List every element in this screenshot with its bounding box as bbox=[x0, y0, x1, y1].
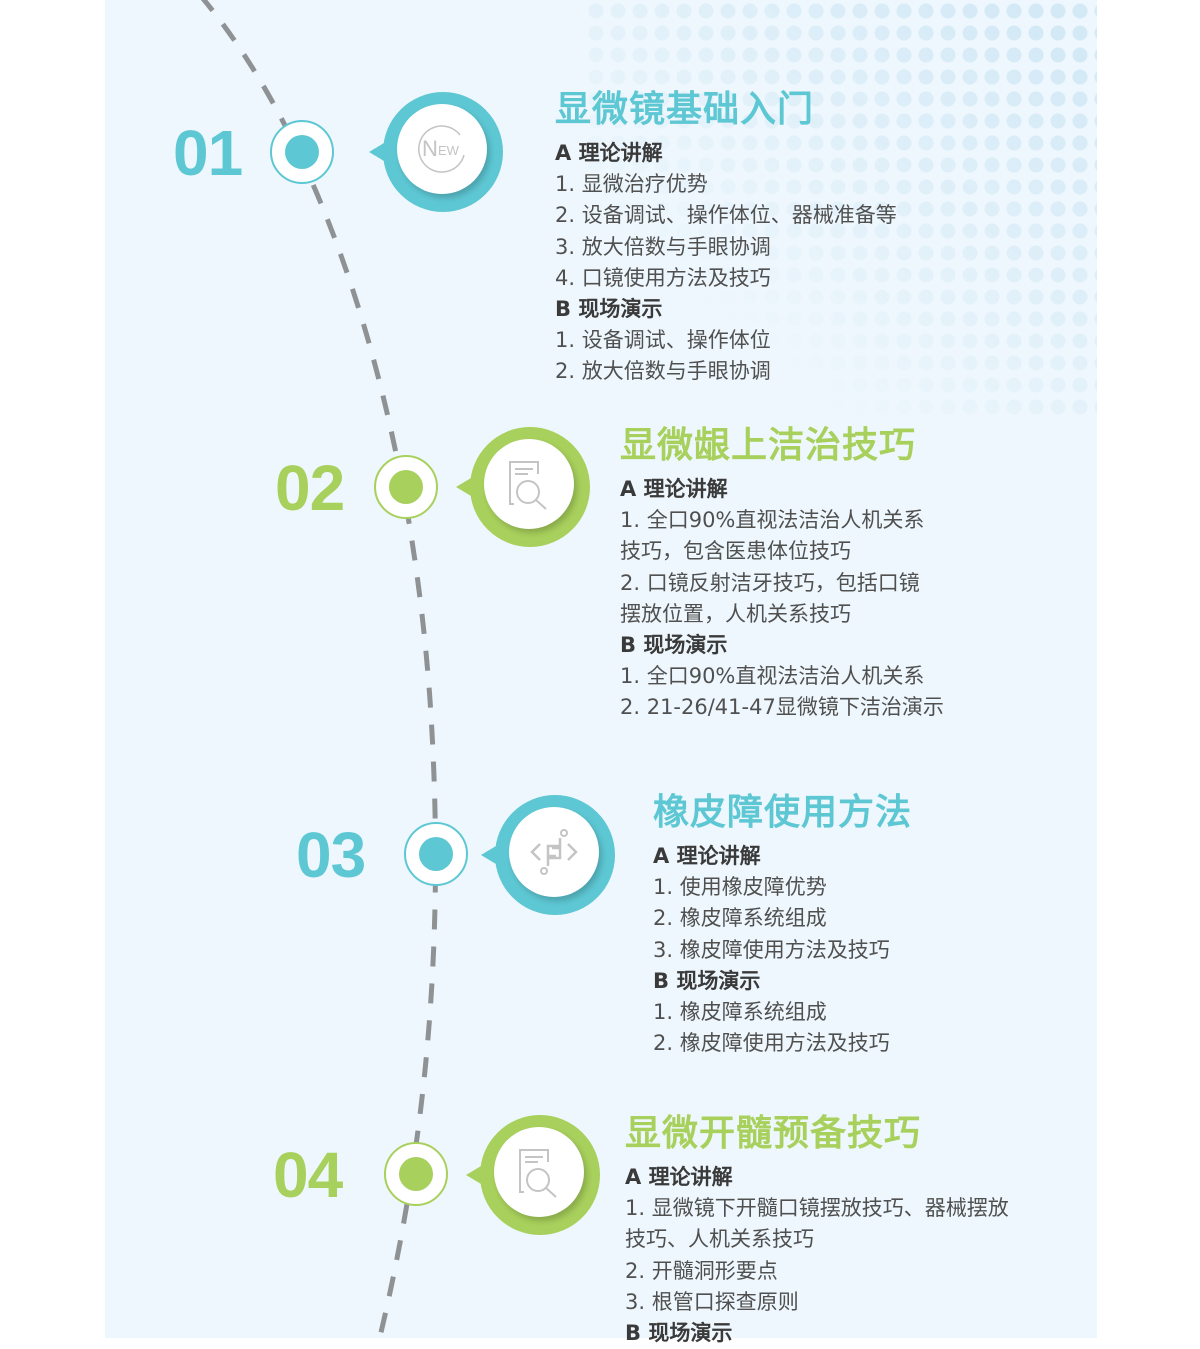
timeline-node bbox=[270, 120, 334, 184]
list-item: 2. 21-26/41-47显微镜下洁治演示 bbox=[620, 695, 944, 720]
list-item: 技巧、人机关系技巧 bbox=[625, 1227, 814, 1252]
list-item: 摆放位置，人机关系技巧 bbox=[620, 601, 851, 626]
section-number: 02 bbox=[275, 452, 345, 524]
list-item: 1. 全口90%直视法洁治人机关系 bbox=[620, 664, 925, 689]
list-item: 1. 设备调试、操作体位 bbox=[555, 328, 771, 353]
list-item: 1. 显微治疗优势 bbox=[555, 172, 708, 197]
icon-bubble bbox=[466, 1115, 600, 1235]
list-item: 1. 全口90%直视法洁治人机关系 bbox=[620, 508, 925, 533]
list-item: 3. 橡皮障使用方法及技巧 bbox=[653, 937, 890, 962]
list-item: 2. 开髓洞形要点 bbox=[625, 1258, 778, 1283]
section-content: 显微龈上洁治技巧 A 理论讲解 1. 全口90%直视法洁治人机关系 技巧，包含医… bbox=[620, 424, 944, 724]
list-item: 2. 橡皮障使用方法及技巧 bbox=[653, 1031, 890, 1056]
list-item: 2. 口镜反射洁牙技巧，包括口镜 bbox=[620, 570, 920, 595]
list-item: 3. 放大倍数与手眼协调 bbox=[555, 234, 771, 259]
document-search-icon bbox=[509, 461, 547, 510]
section-content: 橡皮障使用方法 A 理论讲解 1. 使用橡皮障优势 2. 橡皮障系统组成 3. … bbox=[653, 791, 912, 1059]
list-item: 3. 根管口探查原则 bbox=[625, 1289, 799, 1314]
list-item: 1. 显微镜下开髓口镜摆放技巧、器械摆放 bbox=[625, 1196, 1009, 1221]
code-link-icon bbox=[530, 829, 578, 875]
list-item: 2. 橡皮障系统组成 bbox=[653, 906, 827, 931]
timeline-node bbox=[404, 822, 468, 886]
icon-bubble bbox=[481, 795, 615, 915]
timeline-panel bbox=[105, 0, 1097, 1338]
halftone-dot-pattern bbox=[585, 0, 1097, 420]
section-number: 01 bbox=[173, 117, 243, 189]
block-heading: A 理论讲解 bbox=[620, 477, 728, 501]
icon-bubble: N EW bbox=[369, 92, 503, 212]
svg-text:N: N bbox=[422, 136, 438, 161]
section-number: 04 bbox=[273, 1139, 343, 1211]
list-item: 1. 使用橡皮障优势 bbox=[653, 875, 827, 900]
list-item: 1. 橡皮障系统组成 bbox=[653, 1000, 827, 1025]
section-title: 显微镜基础入门 bbox=[555, 89, 815, 130]
section-title: 显微龈上洁治技巧 bbox=[620, 425, 917, 466]
icon-bubble bbox=[456, 427, 590, 547]
svg-text:EW: EW bbox=[438, 143, 460, 158]
section-title: 显微开髓预备技巧 bbox=[625, 1113, 922, 1154]
block-heading: B 现场演示 bbox=[620, 633, 728, 658]
list-item: 2. 放大倍数与手眼协调 bbox=[555, 359, 771, 384]
block-heading: A 理论讲解 bbox=[625, 1165, 733, 1189]
section-number: 03 bbox=[296, 819, 366, 891]
block-heading: A 理论讲解 bbox=[653, 844, 761, 868]
new-badge-icon: N EW bbox=[418, 125, 465, 173]
document-search-icon bbox=[519, 1149, 557, 1198]
timeline-node bbox=[374, 455, 438, 519]
timeline-node bbox=[384, 1142, 448, 1206]
block-heading: B 现场演示 bbox=[653, 968, 761, 993]
list-item: 技巧，包含医患体位技巧 bbox=[620, 539, 851, 564]
block-heading: B 现场演示 bbox=[555, 297, 663, 322]
block-heading: A 理论讲解 bbox=[555, 141, 663, 165]
section-content: 显微镜基础入门 A 理论讲解 1. 显微治疗优势 2. 设备调试、操作体位、器械… bbox=[555, 88, 897, 388]
block-heading: B 现场演示 bbox=[625, 1321, 733, 1346]
list-item: 4. 口镜使用方法及技巧 bbox=[555, 265, 771, 290]
section-title: 橡皮障使用方法 bbox=[653, 792, 913, 833]
section-content: 显微开髓预备技巧 A 理论讲解 1. 显微镜下开髓口镜摆放技巧、器械摆放 技巧、… bbox=[625, 1112, 1009, 1349]
list-item: 2. 设备调试、操作体位、器械准备等 bbox=[555, 203, 897, 228]
